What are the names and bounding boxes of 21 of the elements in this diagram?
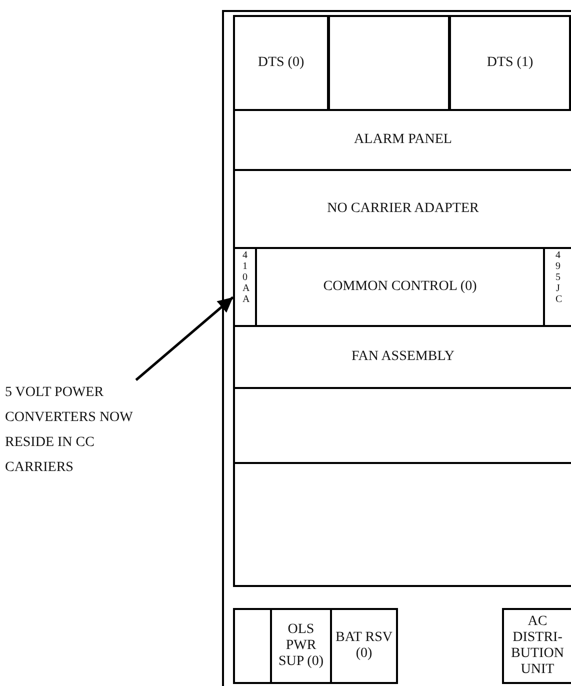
empty-slot — [328, 15, 450, 111]
module-label: NO CARRIER ADAPTER — [327, 201, 479, 217]
module-box — [502, 608, 571, 684]
module-label: FAN ASSEMBLY — [352, 349, 454, 365]
callout-text: 5 VOLT POWER CONVERTERS NOW RESIDE IN CC CARRIERS — [5, 380, 150, 480]
slot-label: 495JC — [556, 250, 560, 305]
empty-shelf — [233, 462, 571, 587]
arrow — [135, 296, 234, 381]
module-box — [233, 15, 329, 111]
module-box — [270, 608, 332, 684]
module-label: AC DISTRI- BUTION UNIT — [510, 614, 565, 678]
empty-slot — [233, 608, 272, 684]
slot-label: 410AA — [242, 250, 248, 305]
module-label: OLS PWR SUP (0) — [278, 622, 324, 670]
module-label: ALARM PANEL — [354, 132, 452, 148]
module-label: BAT RSV (0) — [334, 630, 394, 662]
module-box — [330, 608, 398, 684]
module-box — [449, 15, 571, 111]
module-label: COMMON CONTROL (0) — [323, 279, 477, 295]
module-label: DTS (0) — [258, 55, 304, 71]
module-label: DTS (1) — [486, 55, 534, 71]
